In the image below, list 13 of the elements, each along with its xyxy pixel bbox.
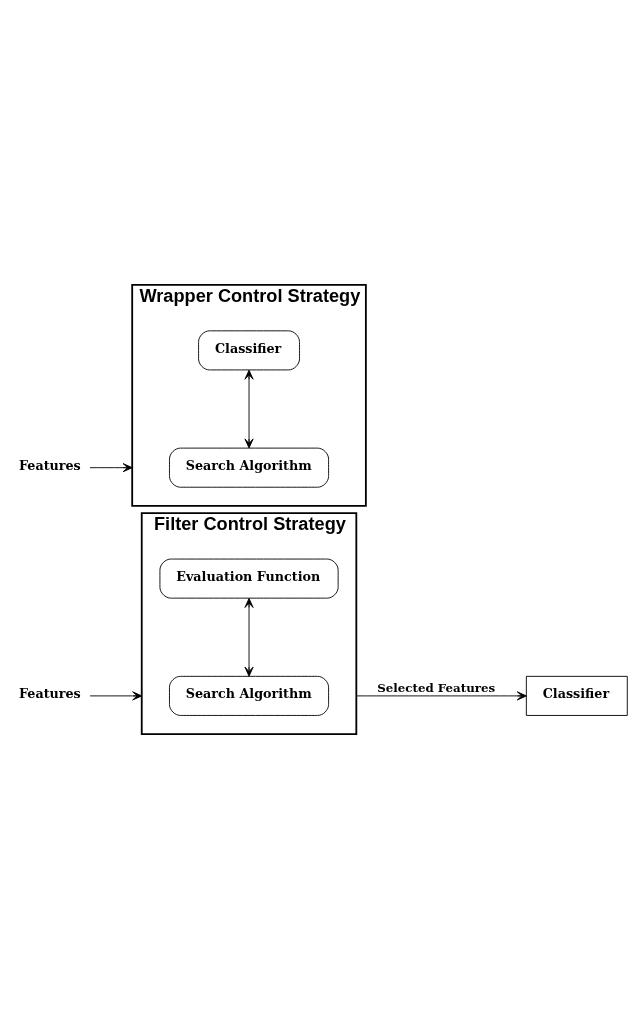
arrow	[244, 597, 254, 677]
node-box: Classifier	[198, 329, 300, 370]
arrow	[244, 369, 254, 448]
arrow	[355, 690, 527, 700]
node-text: Features	[18, 685, 81, 701]
node-box: Classifier	[525, 675, 628, 716]
arrow	[89, 462, 133, 472]
node-box: Evaluation Function	[159, 558, 339, 599]
arrow	[89, 690, 143, 700]
node-box: Search Algorithm	[169, 447, 330, 488]
edge-label: Selected Features	[377, 680, 496, 695]
node-box: Search Algorithm	[169, 675, 330, 716]
node-text: Features	[18, 457, 81, 473]
